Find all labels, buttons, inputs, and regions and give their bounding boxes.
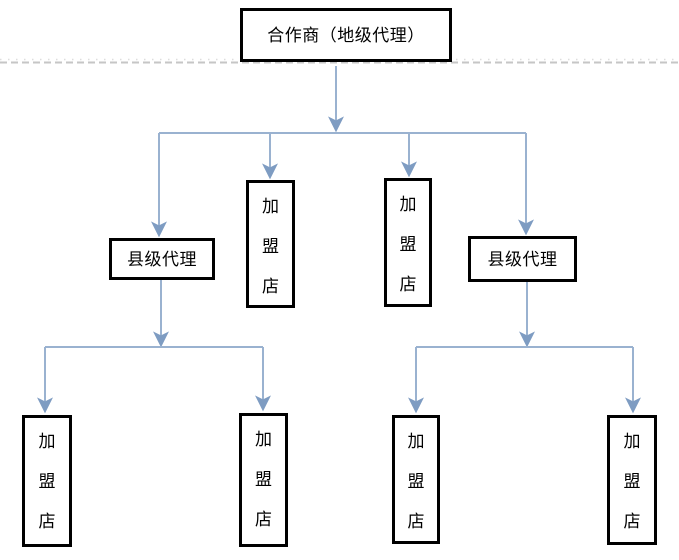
node-franchise-store-bottom-3: 加盟店: [392, 415, 440, 544]
node-county-agent-right: 县级代理: [468, 236, 577, 282]
node-franchise-store-bottom-3-label: 加盟店: [407, 432, 425, 531]
node-county-agent-left: 县级代理: [109, 238, 215, 280]
node-root-label: 合作商（地级代理）: [267, 25, 425, 45]
node-franchise-store-mid-right: 加盟店: [384, 178, 432, 307]
node-franchise-store-bottom-1-label: 加盟店: [38, 432, 56, 531]
node-franchise-store-mid-right-label: 加盟店: [399, 195, 417, 294]
node-county-agent-left-label: 县级代理: [127, 249, 197, 269]
node-franchise-store-bottom-2: 加盟店: [239, 413, 288, 547]
node-root-partner: 合作商（地级代理）: [240, 8, 452, 62]
node-franchise-store-bottom-1: 加盟店: [22, 415, 72, 547]
node-franchise-store-bottom-4-label: 加盟店: [623, 432, 641, 531]
node-franchise-store-mid-left: 加盟店: [246, 180, 295, 308]
node-franchise-store-bottom-2-label: 加盟店: [255, 430, 272, 529]
node-franchise-store-mid-left-label: 加盟店: [262, 197, 279, 296]
node-county-agent-right-label: 县级代理: [487, 249, 558, 269]
node-franchise-store-bottom-4: 加盟店: [607, 415, 657, 545]
